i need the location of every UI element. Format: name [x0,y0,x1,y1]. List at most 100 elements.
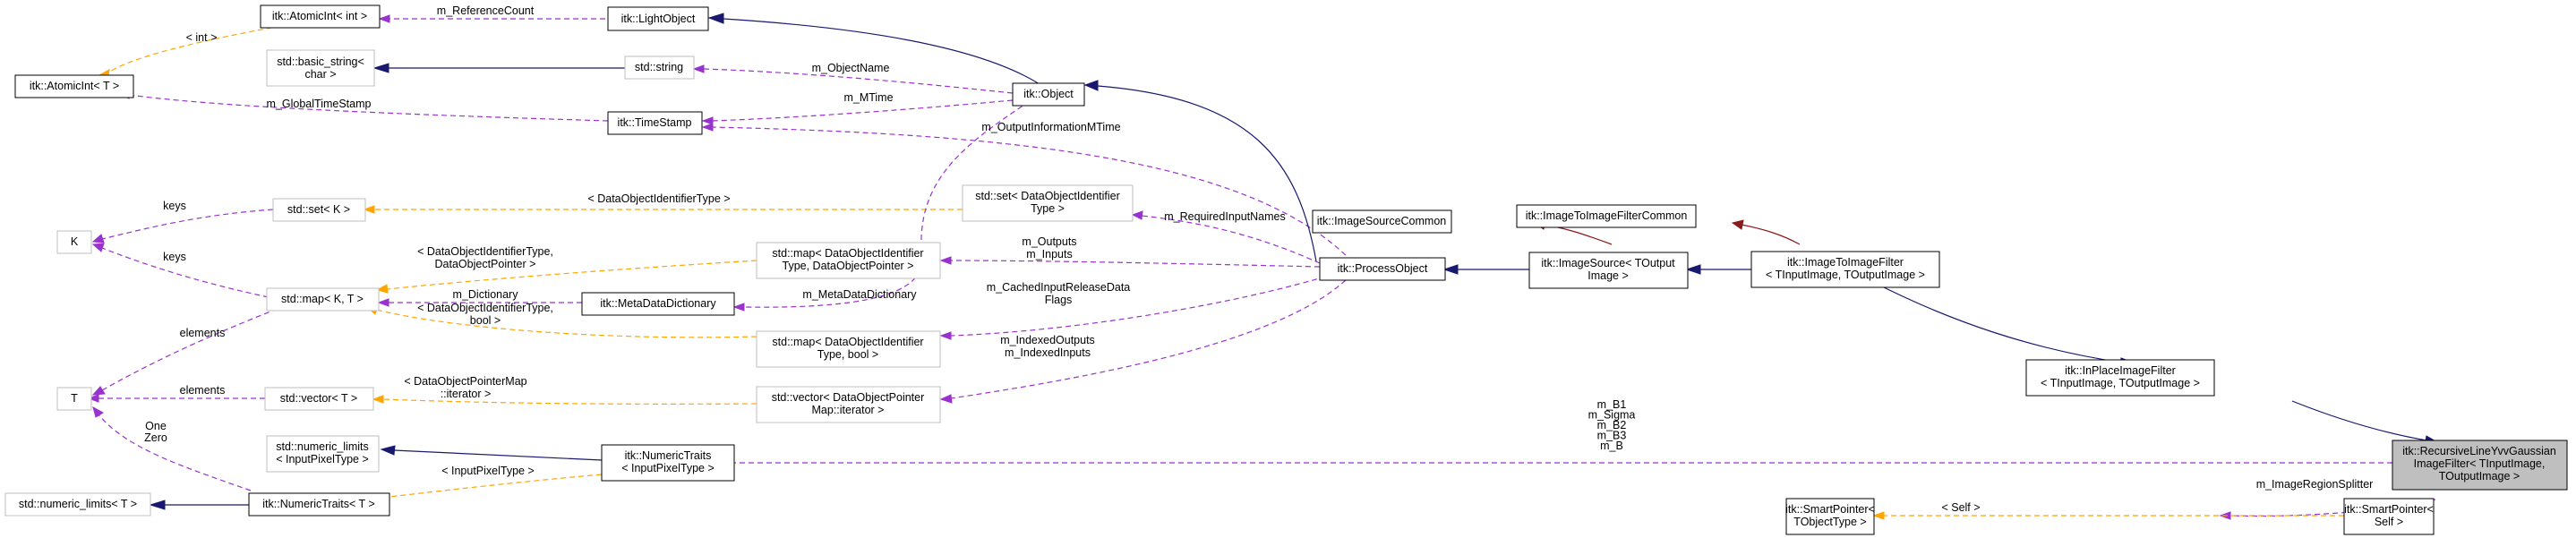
node-processobject[interactable]: itk::ProcessObject [1319,257,1446,281]
edge-imagesource-imagetoimage [1685,264,1751,275]
edge-imagetoimage-inplace [1870,280,2135,369]
svg-text:itk::Object: itk::Object [1023,88,1074,100]
svg-text:itk::ImageSourceCommon: itk::ImageSourceCommon [1317,215,1447,227]
svg-text:std::vector< DataObjectPointer: std::vector< DataObjectPointerMap::itera… [772,391,925,416]
edge-set-template [363,205,963,214]
edge-cached-input [939,273,1335,340]
node-imagesourcecommon[interactable]: itk::ImageSourceCommon [1312,209,1452,234]
edge-object-name [692,64,1014,94]
label-keys-2: keys [163,251,186,263]
node-k[interactable]: K [56,230,92,254]
svg-text:std::numeric_limits< InputPixe: std::numeric_limits< InputPixelType > [276,440,369,465]
svg-text:T: T [71,392,78,405]
node-numerictraits-t[interactable]: itk::NumericTraits< T > [248,492,390,517]
label-elements-2: elements [180,384,226,397]
node-numeric-limits-ipt[interactable]: std::numeric_limits< InputPixelType > [266,435,380,473]
node-std-string[interactable]: std::string [624,56,695,80]
node-set-k[interactable]: std::set< K > [272,198,366,222]
node-smartpointer-self[interactable]: itk::SmartPointer<Self > [2343,498,2435,535]
edge-imagetoimagefiltercommon [1731,219,1801,245]
edge-processobject-imagesource [1442,264,1529,275]
edge-reference-count [378,14,605,23]
svg-text:std::set< K >: std::set< K > [287,203,350,216]
svg-text:std::map< DataObjectIdentifier: std::map< DataObjectIdentifierType, bool… [772,336,923,361]
edge-elements-2 [87,394,265,403]
node-numerictraits-ipt[interactable]: itk::NumericTraits< InputPixelType > [601,444,735,482]
edge-metadata-dictionary [732,100,1031,312]
node-numeric-limits-t[interactable]: std::numeric_limits< T > [4,492,151,517]
svg-text:std::numeric_limits< T >: std::numeric_limits< T > [19,498,137,510]
svg-text:std::basic_string<char >: std::basic_string<char > [277,56,364,81]
svg-text:itk::ImageToImageFilter< TInpu: itk::ImageToImageFilter< TInputImage, TO… [1766,256,1925,281]
node-object[interactable]: itk::Object [1012,82,1085,107]
svg-text:itk::ProcessObject: itk::ProcessObject [1338,262,1428,275]
edge-lightobject-object [707,13,1048,90]
node-t[interactable]: T [56,387,92,411]
svg-text:itk::NumericTraits< InputPixel: itk::NumericTraits< InputPixelType > [621,449,715,474]
label-doid-type: < DataObjectIdentifierType > [587,192,730,205]
svg-text:itk::NumericTraits< T >: itk::NumericTraits< T > [262,498,375,510]
node-metadatadictionary[interactable]: itk::MetaDataDictionary [581,292,735,316]
svg-text:K: K [71,235,79,248]
label-dop-map: < DataObjectPointerMap::iterator > [404,375,526,400]
label-keys-1: keys [163,200,186,212]
node-atomicint-int[interactable]: itk::AtomicInt< int > [260,4,381,29]
edge-elements-1 [91,308,278,396]
label-dictionary: m_Dictionary [453,288,519,301]
edge-keys-2 [91,243,270,298]
edge-b-sigma [667,458,2392,467]
edge-numericlimits-ipt [380,445,603,461]
node-atomicint-t[interactable]: itk::AtomicInt< T > [14,74,134,98]
svg-text:itk::LightObject: itk::LightObject [621,13,696,25]
node-imagetoimagefilter[interactable]: itk::ImageToImageFilter< TInputImage, TO… [1750,251,1940,288]
node-map-kt[interactable]: std::map< K, T > [266,287,380,312]
node-inplaceimagefilter[interactable]: itk::InPlaceImageFilter< TInputImage, TO… [2025,359,2215,397]
label-elements-1: elements [180,327,226,339]
label-global-timestamp: m_GlobalTimeStamp [267,98,372,110]
edge-basicstring-string [372,63,625,73]
edge-numericlimits-t [149,500,249,510]
svg-text:itk::ImageToImageFilterCommon: itk::ImageToImageFilterCommon [1526,209,1688,222]
svg-text:std::string: std::string [635,61,683,73]
label-doid-bool: < DataObjectIdentifierType,bool > [417,302,553,327]
node-lightobject[interactable]: itk::LightObject [607,6,709,31]
edge-inplace-recursive [2291,400,2439,447]
node-imagetoimagefiltercommon[interactable]: itk::ImageToImageFilterCommon [1516,204,1697,228]
edge-output-info-mtime [701,123,1353,262]
label-self: < Self > [1941,501,1980,514]
edge-one-zero [92,406,252,491]
label-input-pixel: < InputPixelType > [441,465,535,477]
edge-mtime [701,99,1014,125]
label-reference-count: m_ReferenceCount [437,4,535,17]
svg-text:itk::AtomicInt< int >: itk::AtomicInt< int > [272,10,367,22]
svg-text:std::map< K, T >: std::map< K, T > [281,293,364,305]
svg-text:itk::SmartPointer<TObjectType: itk::SmartPointer<TObjectType > [1785,503,1875,528]
edge-required-inputs [1131,210,1321,264]
label-int: < int > [186,31,218,44]
svg-text:itk::ImageSource< TOutputImage: itk::ImageSource< TOutputImage > [1541,257,1675,282]
label-doid-dop: < DataObjectIdentifierType,DataObjectPoi… [417,245,553,270]
node-timestamp[interactable]: itk::TimeStamp [607,111,703,135]
node-basic-string[interactable]: std::basic_string<char > [266,49,375,87]
label-metadata-dictionary: m_MetaDataDictionary [802,288,917,301]
edge-object-processobject [1083,80,1317,262]
node-smartpointer-tobjecttype[interactable]: itk::SmartPointer<TObjectType > [1785,498,1875,535]
svg-text:std::vector< T >: std::vector< T > [280,392,357,405]
node-vector-t[interactable]: std::vector< T > [264,387,374,411]
svg-text:std::map< DataObjectIdentifier: std::map< DataObjectIdentifierType, Data… [772,247,923,272]
label-region-splitter: m_ImageRegionSplitter [2256,478,2374,491]
edge-indexed [939,273,1353,404]
edge-smartpointer-template [1872,511,2344,520]
